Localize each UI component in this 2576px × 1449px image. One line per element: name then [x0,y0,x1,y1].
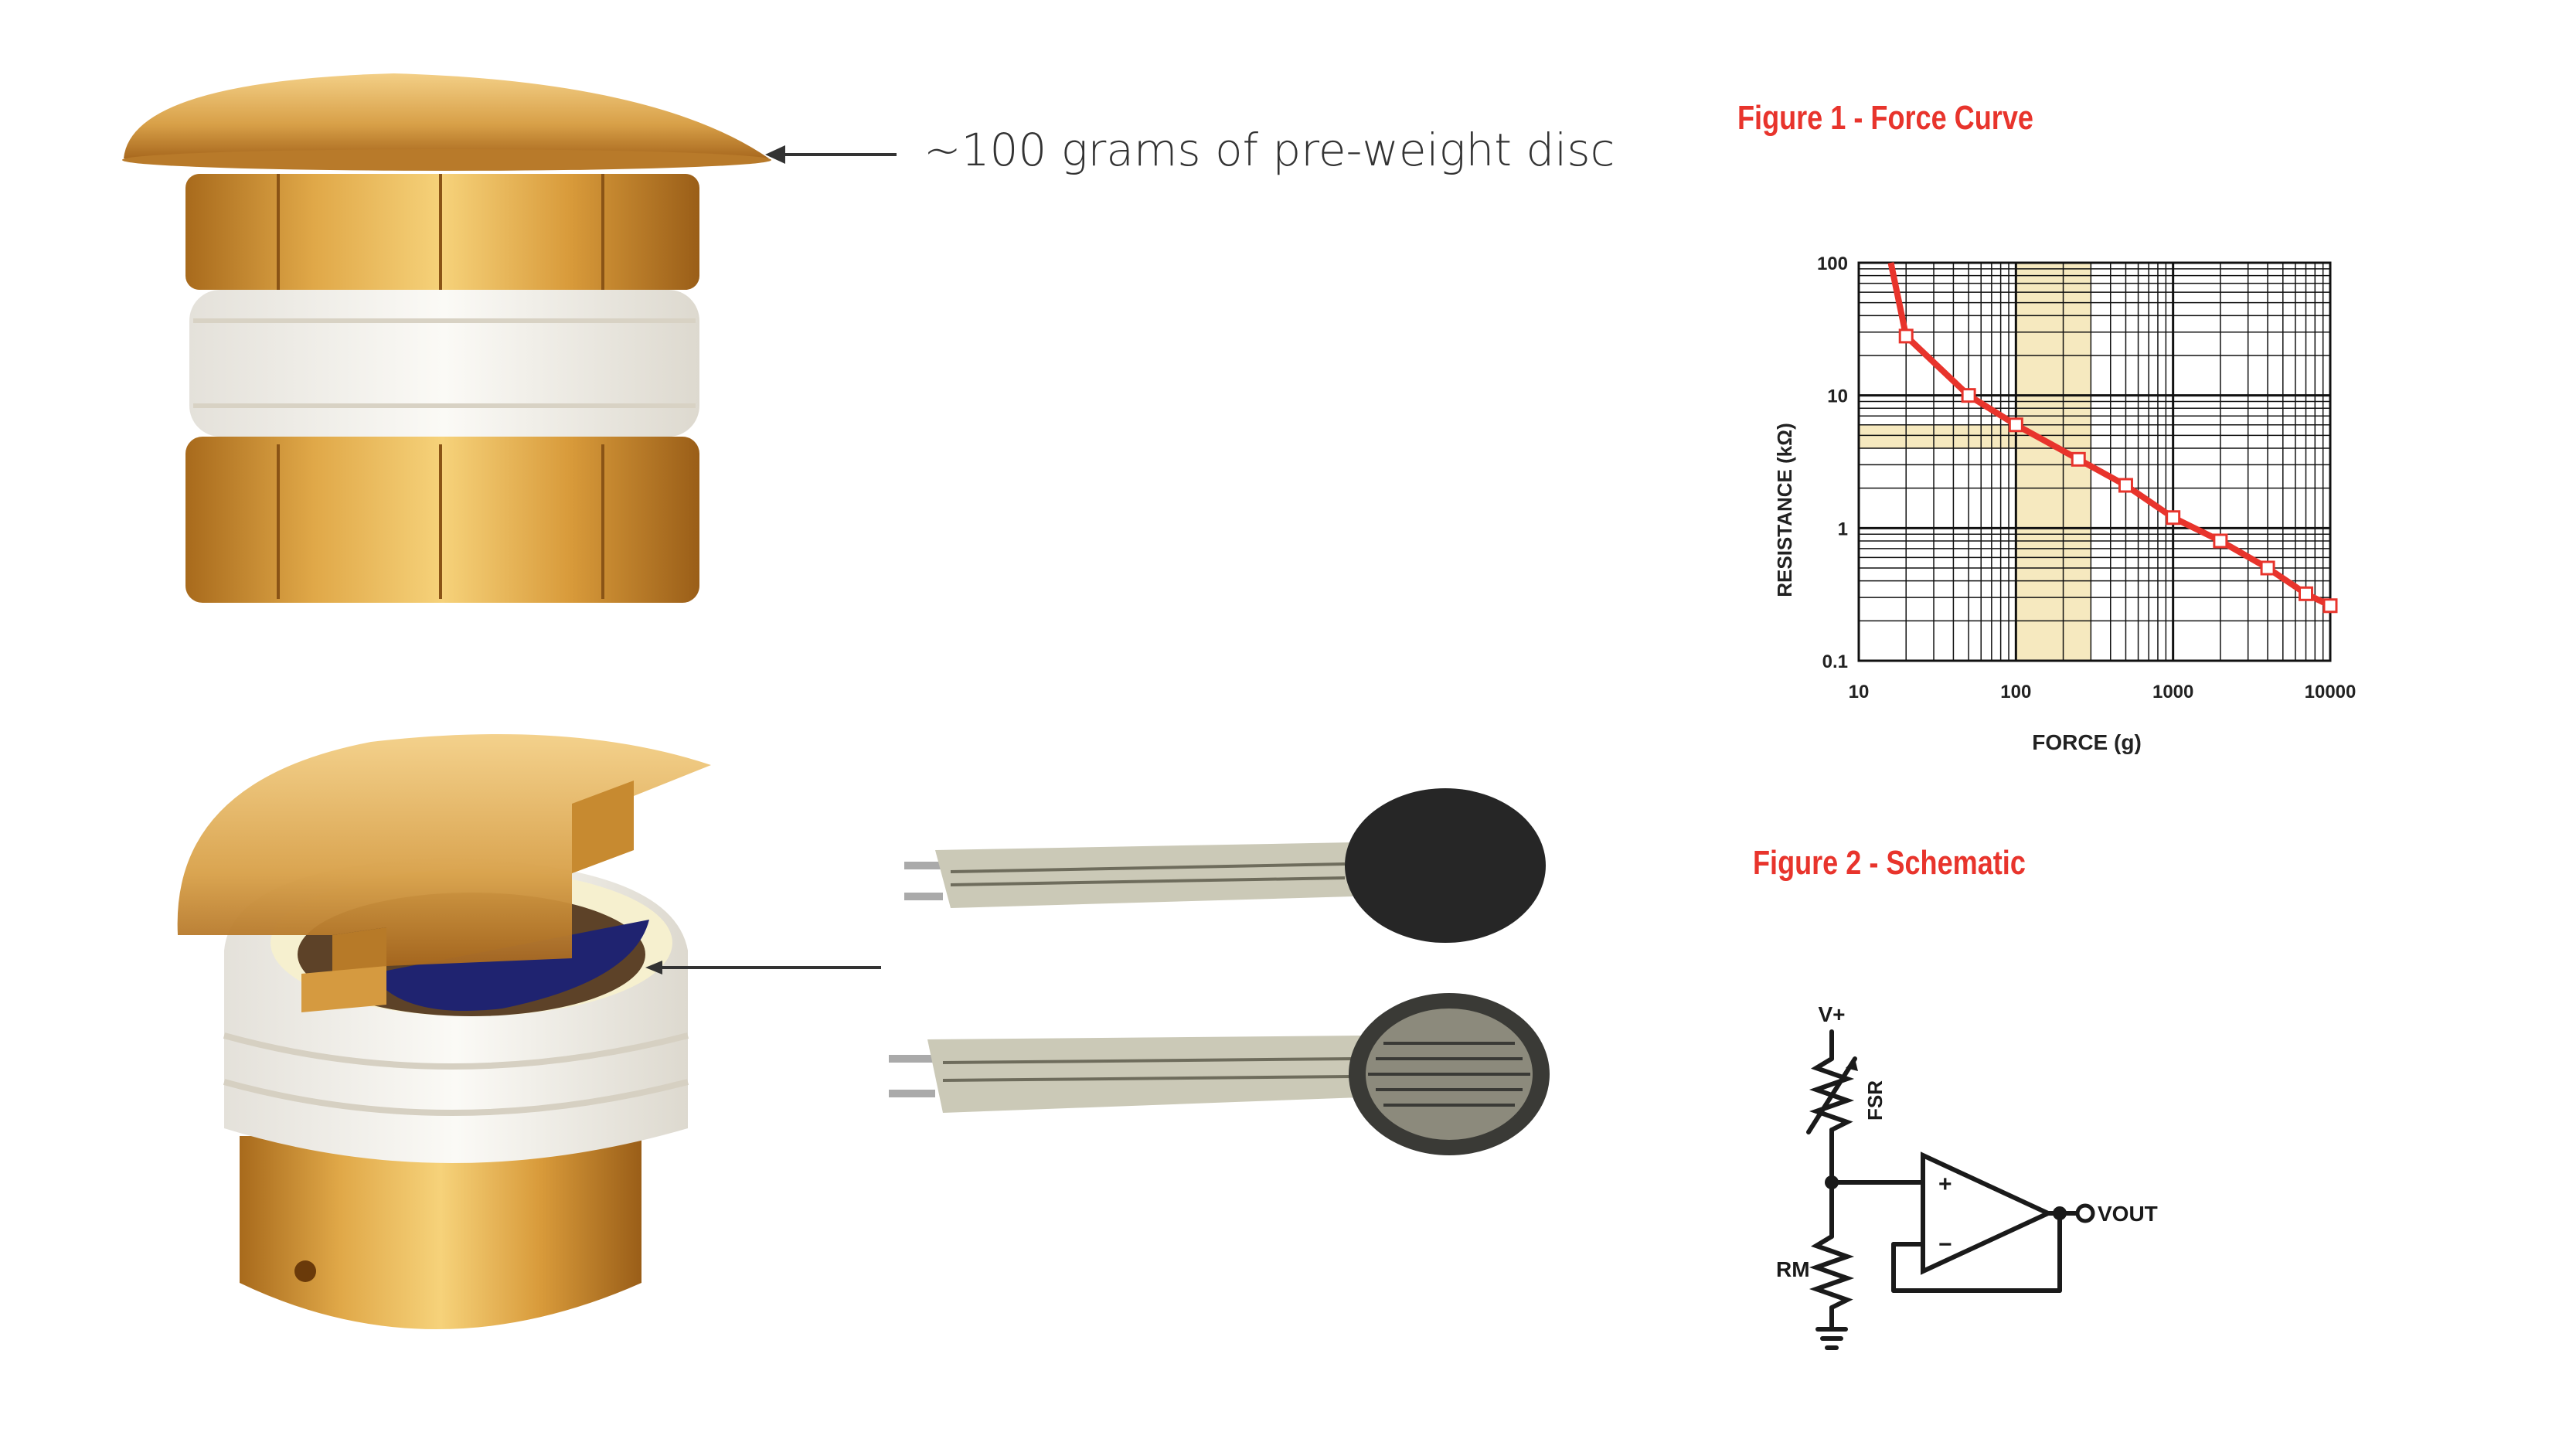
cutaway-sensor-illustration [177,734,711,1329]
data-point [2260,560,2275,576]
x-tick-label: 1000 [2152,682,2193,702]
pre-weight-disc-label: ~100 grams of pre-weight disc [924,124,1615,176]
assembled-sensor-illustration [122,73,771,603]
fsr-schematic: V+ FSR RM VOUT + − [1776,1002,2158,1350]
data-point [2299,586,2314,601]
data-point [1898,328,1914,344]
y-axis-label: RESISTANCE (kΩ) [1773,423,1796,597]
vplus-label: V+ [1818,1002,1845,1026]
data-point [1961,388,1976,403]
fsr-sensor-bottom [889,993,1550,1155]
data-point [2071,451,2086,467]
fsr-label: FSR [1863,1080,1887,1121]
y-tick-label: 1 [1838,519,1848,539]
figure1-title: Figure 1 - Force Curve [1737,99,2033,137]
data-point [2008,417,2023,433]
data-point [2322,598,2338,614]
figure2-title: Figure 2 - Schematic [1753,844,2026,882]
data-point [2118,478,2133,493]
x-tick-label: 10 [1849,682,1870,702]
data-point [2166,510,2181,526]
y-tick-label: 10 [1827,386,1848,407]
opamp-plus-label: + [1938,1172,1952,1197]
y-tick-label: 100 [1817,253,1848,274]
y-tick-label: 0.1 [1822,651,1848,672]
x-tick-label: 100 [2000,682,2031,702]
vout-label: VOUT [2098,1202,2158,1226]
x-tick-label: 10000 [2305,682,2357,702]
chart-grid [1857,261,2332,662]
force-curve-chart: 10 100 1000 10000 0.1 1 10 100 FORCE (g) RESIST… [1773,253,2357,754]
fsr-sensor-top [904,788,1546,943]
pointer-arrow-top [765,145,897,164]
opamp-minus-label: − [1938,1232,1952,1257]
rm-label: RM [1776,1257,1810,1281]
x-axis-label: FORCE (g) [2032,730,2142,754]
plot-frame [1857,261,2332,662]
data-point [2213,533,2228,549]
pointer-arrow-bottom [645,961,881,975]
